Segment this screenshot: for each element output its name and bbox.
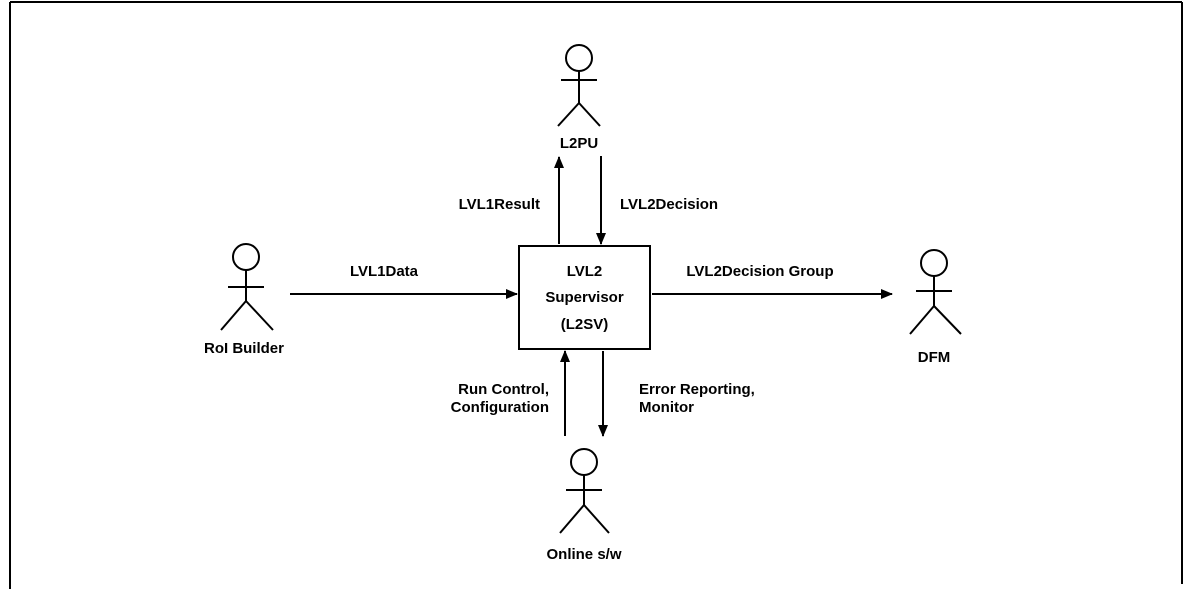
stick-figure-icon [220,243,274,331]
actor-l2pu: L2PU [557,44,601,152]
label-lvl1-result: LVL1Result [459,196,540,213]
label-lvl1-data: LVL1Data [350,263,419,280]
actor-dfm: DFM [909,249,962,366]
actor-label-online-sw: Online s/w [546,546,621,563]
actor-label-l2pu: L2PU [560,135,598,152]
label-error-reporting-line2: Monitor [639,399,694,416]
stick-figure-icon [557,44,601,127]
flow-lvl2-decision: LVL2Decision [596,156,718,245]
label-lvl2-decision-group: LVL2Decision Group [686,263,833,280]
label-run-control-line2: Configuration [451,399,549,416]
flow-lvl1-data: LVL1Data [290,263,518,299]
l2sv-label-line3: (L2SV) [561,316,609,333]
l2sv-label-line1: LVL2 [567,263,603,280]
flow-lvl1-result: LVL1Result [459,156,564,244]
label-run-control-line1: Run Control, [458,381,549,398]
actor-label-roi-builder: RoI Builder [204,340,284,357]
actor-label-dfm: DFM [918,349,951,366]
label-error-reporting-line1: Error Reporting, [639,381,755,398]
actor-online-sw: Online s/w [546,448,622,563]
flow-lvl2-decision-group: LVL2Decision Group [652,263,893,299]
flow-error-reporting: Error Reporting, Monitor [598,351,755,437]
label-lvl2-decision: LVL2Decision [620,196,718,213]
stick-figure-icon [909,249,962,335]
flow-run-control: Run Control, Configuration [451,350,570,436]
l2sv-label-line2: Supervisor [545,289,624,306]
frame-border [9,1,1183,589]
l2sv-box: LVL2 Supervisor (L2SV) [518,245,651,350]
stick-figure-icon [559,448,610,534]
actor-roi-builder: RoI Builder [204,243,284,357]
